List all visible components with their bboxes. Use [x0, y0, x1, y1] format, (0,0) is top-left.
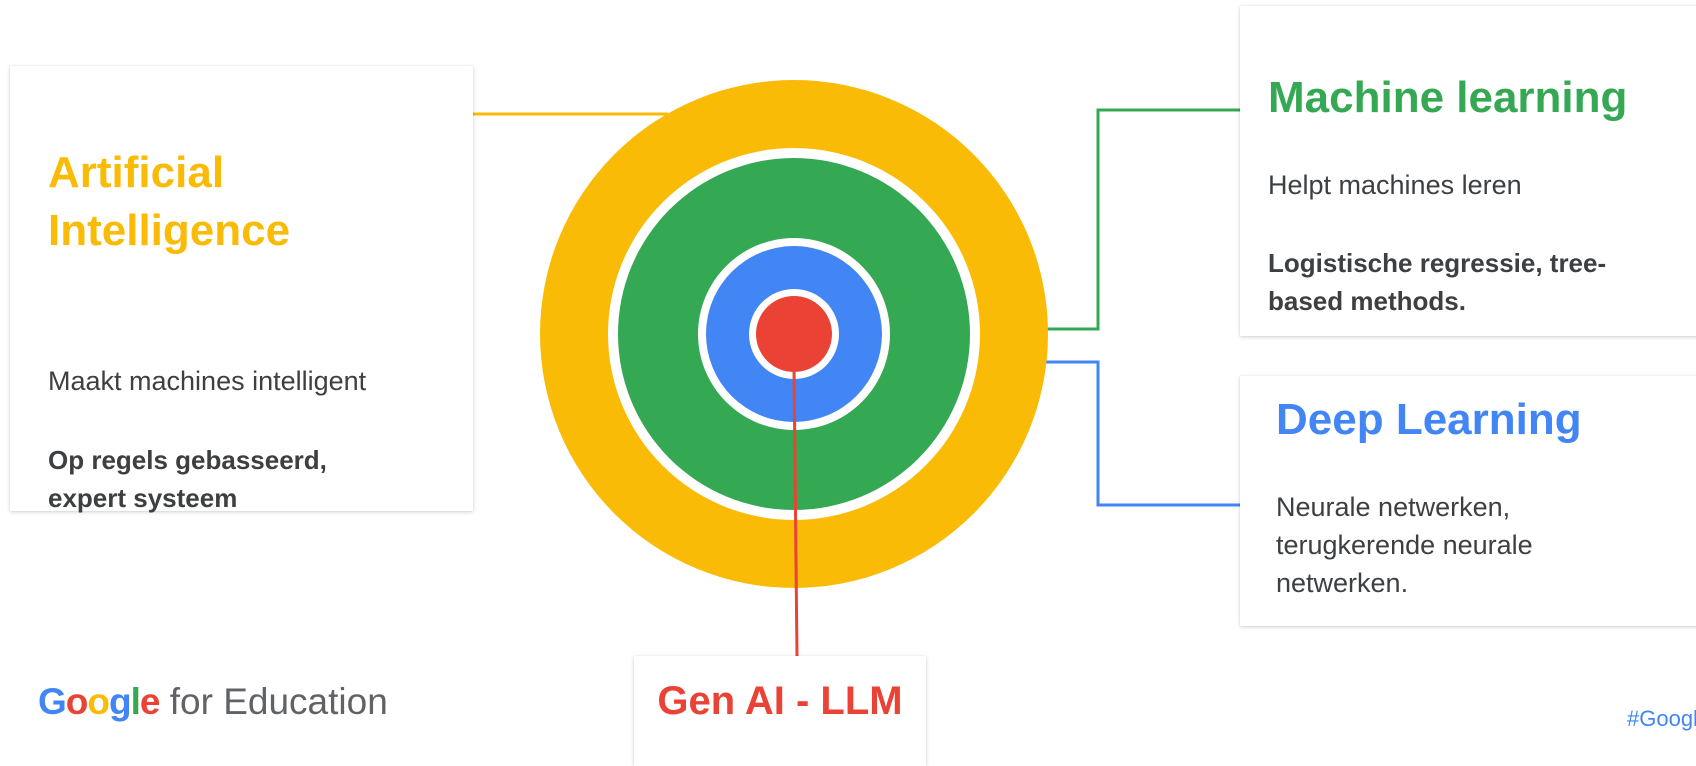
card-machine-learning: Machine learning Helpt machines leren Lo… — [1240, 6, 1696, 336]
logo-suffix: for Education — [169, 681, 388, 722]
connector-genai — [792, 367, 799, 657]
card-dl-title: Deep Learning — [1276, 395, 1582, 444]
card-ai-examples: Op regels gebasseerd, expert systeem — [48, 445, 327, 513]
hashtag: #GoogleEd — [1627, 706, 1696, 731]
card-deep-learning: Deep Learning Neurale netwerken, terugke… — [1240, 376, 1696, 626]
card-ai-description: Maakt machines intelligent — [48, 366, 367, 396]
google-for-education-logo: Google for Education — [38, 680, 388, 724]
card-ml-examples: Logistische regressie, tree-based method… — [1268, 248, 1607, 316]
card-ml-description: Helpt machines leren — [1268, 170, 1522, 200]
google-wordmark: Google — [38, 681, 160, 722]
card-ml-title: Machine learning — [1268, 73, 1628, 122]
card-genai-title: Gen AI - LLM — [657, 679, 903, 723]
ring-genai — [756, 296, 832, 372]
card-ai-title: Artificial Intelligence — [48, 148, 291, 255]
card-gen-ai-llm: Gen AI - LLM — [634, 656, 926, 766]
card-dl-description: Neurale netwerken, terugkerende neurale … — [1276, 492, 1533, 598]
card-artificial-intelligence: Artificial Intelligence Maakt machines i… — [10, 66, 473, 513]
